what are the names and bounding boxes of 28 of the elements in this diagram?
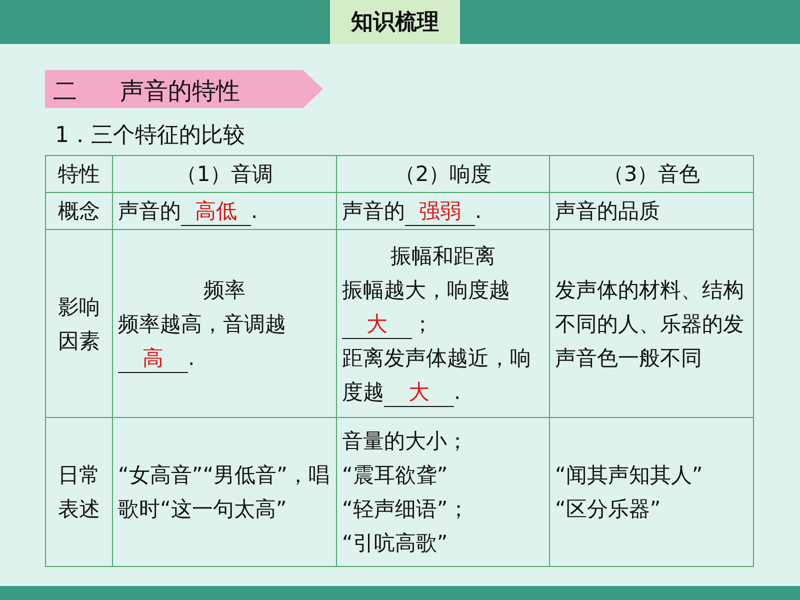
header-text: 日常表述	[57, 462, 101, 523]
cell-text: 声音的高低.	[118, 194, 331, 228]
cell-text: 频率越高，音调越高.	[118, 306, 331, 374]
cell-text: “震耳欲聋”	[342, 462, 449, 489]
tab-title: 知识梳理	[330, 0, 460, 44]
header-text: （3）音色	[602, 161, 702, 188]
cell-text: 频率	[202, 276, 246, 304]
cell-text: “引吭高歌”	[342, 530, 449, 557]
cell-text: 不同的人、乐器的发声音色一般不同	[555, 310, 745, 372]
cell-text: 振幅越大，响度越大；	[342, 272, 544, 340]
section-heading: 声音的特性	[120, 76, 240, 107]
cell-text: 音量的大小；	[342, 428, 469, 455]
header-text: （1）音调	[174, 161, 274, 188]
cell-text: “区分乐器”	[555, 496, 662, 523]
cell-text: “轻声细语”；	[342, 496, 470, 523]
cell-text: 声音的品质	[555, 198, 661, 225]
cell-text: “闻其声知其人”	[555, 462, 704, 489]
cell-text: 发声体的材料、结构	[555, 276, 745, 304]
header-text: （2）响度	[393, 161, 493, 188]
cell-text: “女高音”“男低音”，唱歌时“这一句太高”	[118, 462, 331, 523]
cell-text: 距离发声体越近，响度越大.	[342, 340, 544, 408]
section-number: 二	[53, 76, 77, 107]
cell-text: 振幅和距离	[390, 242, 496, 270]
header-text: 概念	[57, 198, 101, 225]
header-text: 影响因素	[57, 294, 101, 354]
header-text: 特性	[57, 161, 101, 188]
subheading: 1．三个特征的比较	[55, 122, 245, 150]
cell-text: 声音的强弱.	[342, 194, 544, 228]
